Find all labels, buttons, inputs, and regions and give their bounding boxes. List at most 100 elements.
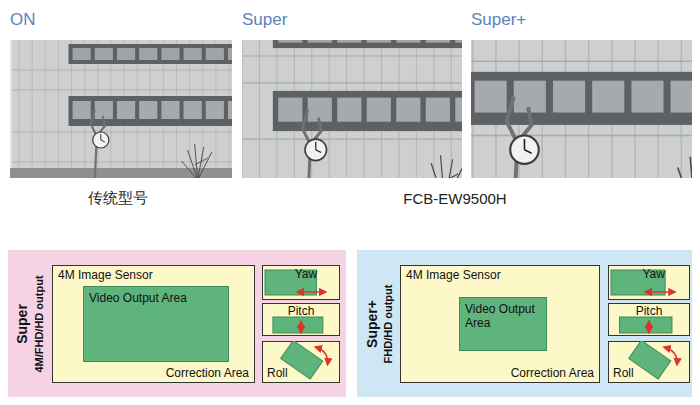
model-label: 传统型号 [88, 189, 148, 208]
window-pane [367, 98, 391, 122]
correction-label: Correction Area [511, 366, 594, 380]
window-pane [117, 48, 135, 60]
clock-face [305, 139, 326, 160]
mode-name: Super+ [364, 300, 380, 348]
window-pane [139, 101, 157, 119]
window-pane [228, 101, 232, 119]
axis-label: Yaw [295, 267, 317, 281]
panel-line [471, 135, 692, 136]
correction-box: Yaw [262, 265, 340, 300]
panel-line [45, 40, 46, 178]
sensor-frame [263, 304, 340, 336]
window-pane [206, 101, 224, 119]
window-pane [631, 81, 663, 113]
window-pane [184, 48, 202, 60]
yaw-arrow [297, 291, 326, 292]
building-photo [242, 40, 462, 178]
window-pane [308, 40, 332, 43]
window-pane [184, 101, 202, 119]
window-band [273, 91, 462, 131]
pitch-arrow [648, 321, 649, 333]
window-pane [161, 48, 179, 60]
output-format: FHD/HD output [382, 284, 394, 363]
sensor-frame [263, 266, 340, 300]
window-pane [671, 81, 692, 113]
window-pane [426, 40, 450, 43]
correction-box: Pitch [608, 303, 690, 336]
panel-line [471, 61, 692, 62]
panel-line [58, 40, 59, 178]
pale-column [10, 40, 12, 178]
panel-line [242, 40, 243, 178]
window-pane [426, 98, 450, 122]
window-pane [73, 101, 91, 119]
correction-label: Correction Area [166, 366, 249, 380]
window-band [69, 44, 232, 64]
window-band [471, 72, 692, 125]
window-pane [367, 40, 391, 43]
mode-heading: Super+ [471, 10, 526, 30]
window-pane [396, 98, 420, 122]
photo-panel: Super+ [471, 40, 692, 178]
tree [182, 144, 212, 178]
panel-line [259, 40, 260, 178]
tree [667, 157, 692, 178]
window-pane [396, 40, 420, 43]
panel-line [242, 82, 462, 83]
correction-box: Roll [608, 341, 690, 383]
output-area [273, 317, 323, 333]
correction-box: Yaw [608, 265, 690, 300]
window-pane [337, 40, 361, 43]
panel-line [32, 40, 33, 178]
correction-box: Pitch [262, 303, 340, 336]
panel-line [19, 40, 20, 178]
mode-panel: Super+FHD/HD output 4M Image SensorCorrec… [357, 250, 692, 397]
output-area [619, 317, 671, 333]
window-pane [278, 40, 302, 43]
building-photo [471, 40, 692, 178]
window-pane [95, 48, 113, 60]
window-pane [455, 40, 462, 43]
panel-line [10, 90, 232, 91]
roll-arrow [315, 347, 328, 365]
photo-panel: Super [242, 40, 462, 178]
image-sensor-box: 4M Image SensorCorrection Area Video Outp… [52, 265, 255, 383]
video-output-box: Video Output Area [83, 286, 229, 362]
pitch-arrow [300, 321, 301, 333]
yaw-arrow [645, 291, 675, 292]
window-band [273, 40, 462, 48]
clock-hands [524, 139, 531, 153]
axis-label: Roll [613, 366, 634, 380]
window-pane [228, 48, 232, 60]
axis-label: Roll [267, 366, 288, 380]
window-pane [475, 81, 507, 113]
window-pane [139, 48, 157, 60]
window-pane [592, 81, 624, 113]
correction-box: Roll [262, 341, 340, 383]
output-label: Video Output Area [465, 302, 543, 330]
window-pane [455, 98, 462, 122]
roll-arrow [664, 347, 677, 365]
sensor-frame [609, 266, 690, 300]
panel-line [242, 139, 462, 140]
sensor-frame [609, 304, 690, 336]
building-photo [10, 40, 232, 178]
sensor-label: 4M Image Sensor [406, 268, 501, 282]
window-pane [206, 48, 224, 60]
output-label: Video Output Area [89, 291, 225, 305]
mode-heading: Super [242, 10, 287, 30]
window-pane [117, 101, 135, 119]
clock-hands [316, 142, 321, 153]
model-label: FCB-EW9500H [403, 190, 506, 207]
window-pane [553, 81, 585, 113]
output-format: 4M/FHD/HD output [33, 275, 45, 372]
axis-label: Yaw [642, 267, 664, 281]
axis-label: Pitch [288, 304, 315, 318]
clock-face [93, 132, 109, 148]
window-pane [278, 98, 302, 122]
mode-heading: ON [10, 10, 36, 30]
tree [423, 155, 462, 178]
sensor-label: 4M Image Sensor [58, 268, 153, 282]
mode-name: Super [14, 304, 30, 344]
window-pane [161, 101, 179, 119]
